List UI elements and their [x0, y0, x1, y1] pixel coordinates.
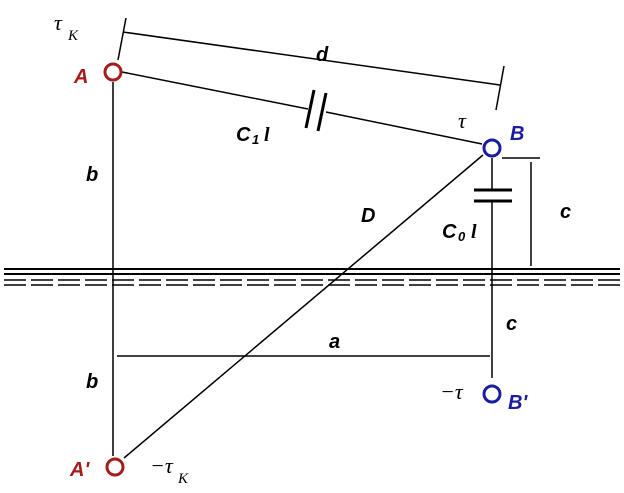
label-c0-main: C — [442, 221, 457, 243]
label-b-upper: b — [86, 164, 98, 186]
dimension-d — [117, 17, 505, 111]
ground-plane — [4, 268, 620, 286]
conductor-b-image-marker — [482, 384, 502, 404]
conductor-a-marker — [103, 62, 123, 82]
conductor-b-marker — [482, 138, 502, 158]
label-c0l: C 0 l — [442, 221, 477, 244]
capacitor-c0-line — [474, 158, 512, 378]
label-c0-sub: 0 — [458, 229, 466, 244]
label-point-b-image: B' — [508, 392, 528, 414]
label-c1l: C 1 l — [236, 124, 270, 147]
label-c0-l: l — [471, 221, 477, 243]
label-tau-k-sub: K — [67, 28, 79, 44]
label-minus-tau-k-main: −τ — [150, 453, 174, 478]
label-minus-tau: −τ — [440, 379, 464, 404]
label-point-a: A — [73, 66, 88, 88]
label-c-upper: c — [560, 201, 571, 223]
label-c1-main: C — [236, 124, 251, 146]
dimension-c — [502, 157, 540, 266]
capacitor-c1-line — [121, 71, 483, 145]
label-a: a — [329, 331, 340, 353]
label-c-lower: c — [506, 313, 517, 335]
dimension-D — [123, 154, 484, 459]
label-tau-k: τ K — [54, 10, 79, 44]
label-minus-tau-k: −τ K — [150, 453, 189, 487]
label-c1-l: l — [264, 124, 270, 146]
label-point-a-image: A' — [69, 459, 90, 481]
label-point-b: B — [510, 123, 524, 145]
label-minus-tau-k-sub: K — [177, 471, 189, 487]
label-d: d — [316, 44, 329, 66]
label-c1-sub: 1 — [252, 132, 259, 147]
label-tau: τ — [458, 108, 467, 133]
label-tau-k-main: τ — [54, 10, 63, 35]
label-D: D — [361, 205, 375, 227]
label-b-lower: b — [86, 371, 98, 393]
conductor-a-image-marker — [105, 457, 125, 477]
